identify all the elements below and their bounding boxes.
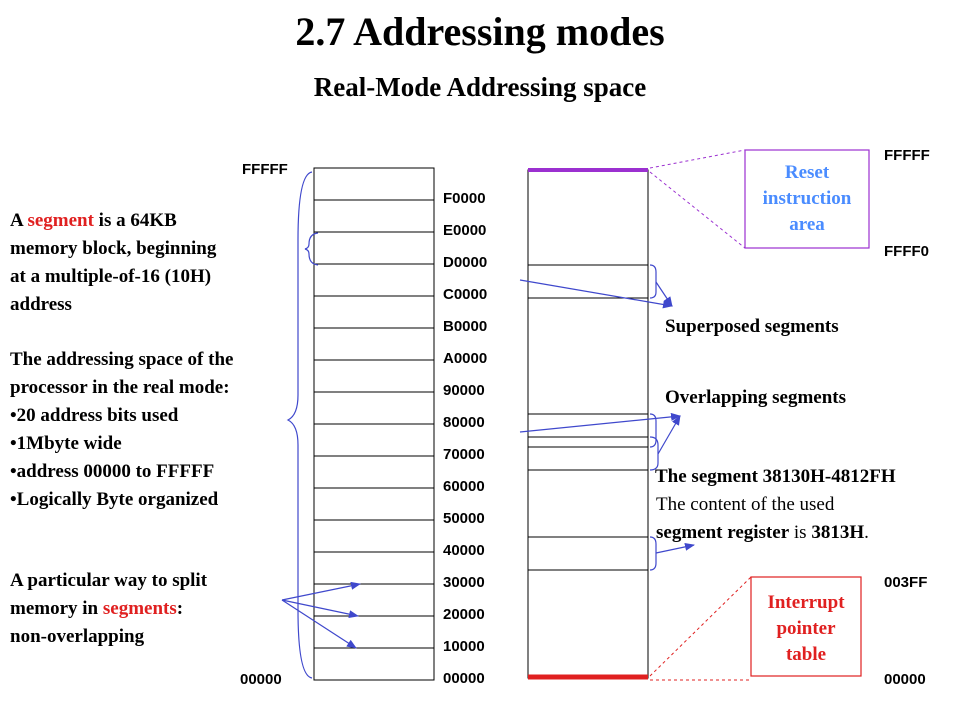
addressing-space-info: The addressing space of the processor in… — [10, 346, 295, 514]
register-segment — [527, 536, 649, 571]
segment-address-label: 40000 — [443, 542, 485, 559]
segment-address-label: 10000 — [443, 638, 485, 655]
segment-address-label: B0000 — [443, 318, 488, 335]
segment-address-label: 20000 — [443, 606, 485, 623]
left-large-brace — [286, 171, 313, 679]
interrupt-table-box — [750, 576, 862, 677]
right-bottom-address-1: 003FF — [884, 574, 928, 591]
superposed-label: Superposed segments — [665, 316, 839, 337]
segment-definition: A segment is a 64KB memory block, beginn… — [10, 210, 217, 315]
right-top-address-2: FFFF0 — [884, 243, 929, 260]
segment-address-label: A0000 — [443, 350, 488, 367]
left-small-brace — [304, 232, 319, 266]
segment-address-label: D0000 — [443, 254, 488, 271]
arrow-to-30000 — [281, 581, 361, 601]
right-top-address-1: FFFFF — [884, 147, 930, 164]
segment-address-label: 00000 — [443, 670, 485, 687]
reset-area-box — [744, 149, 870, 249]
arrow-to-20000 — [281, 599, 359, 619]
segment-address-label: E0000 — [443, 222, 487, 239]
segment-address-label: C0000 — [443, 286, 488, 303]
overlap-arrow-1 — [519, 412, 681, 433]
register-arrow — [655, 542, 695, 554]
segment-address-label: F0000 — [443, 190, 486, 207]
overlap-segment-a — [527, 413, 649, 448]
split-description: A particular way to split memory in segm… — [10, 570, 208, 647]
content-register-line2: segment register is 3813H. — [656, 522, 869, 543]
right-bottom-address-2: 00000 — [884, 671, 926, 688]
arrow-to-10000 — [281, 599, 357, 649]
overlap-segment-b — [527, 436, 649, 471]
bullet-item: •20 address bits used — [10, 405, 179, 426]
segment-range-label: The segment 38130H-4812FH — [655, 466, 896, 487]
page-title: 2.7 Addressing modes — [295, 9, 665, 54]
content-register-line1: The content of the used — [656, 494, 835, 515]
bullet-item: •1Mbyte wide — [10, 433, 122, 454]
segment-address-label: 70000 — [443, 446, 485, 463]
overlapping-label: Overlapping segments — [665, 387, 847, 408]
bullet-item: •address 00000 to FFFFF — [10, 461, 215, 482]
left-bottom-address: 00000 — [240, 671, 282, 688]
segment-address-label: 90000 — [443, 382, 485, 399]
right-memory-column — [527, 168, 659, 680]
bullet-item: •Logically Byte organized — [10, 489, 219, 510]
reset-area-label: Reset instruction area — [762, 162, 852, 235]
segment-address-label: 50000 — [443, 510, 485, 527]
segment-address-label: 30000 — [443, 574, 485, 591]
interrupt-table-label: Interrupt pointer table — [767, 592, 845, 665]
page-subtitle: Real-Mode Addressing space — [313, 72, 647, 102]
left-top-address: FFFFF — [242, 161, 288, 178]
overlap-arrow-2 — [657, 415, 681, 455]
superposed-arrow-1 — [519, 279, 673, 309]
superposed-arrow-2 — [655, 281, 673, 307]
left-memory-column — [313, 167, 435, 681]
segment-address-label: 60000 — [443, 478, 485, 495]
segment-address-label: 80000 — [443, 414, 485, 431]
